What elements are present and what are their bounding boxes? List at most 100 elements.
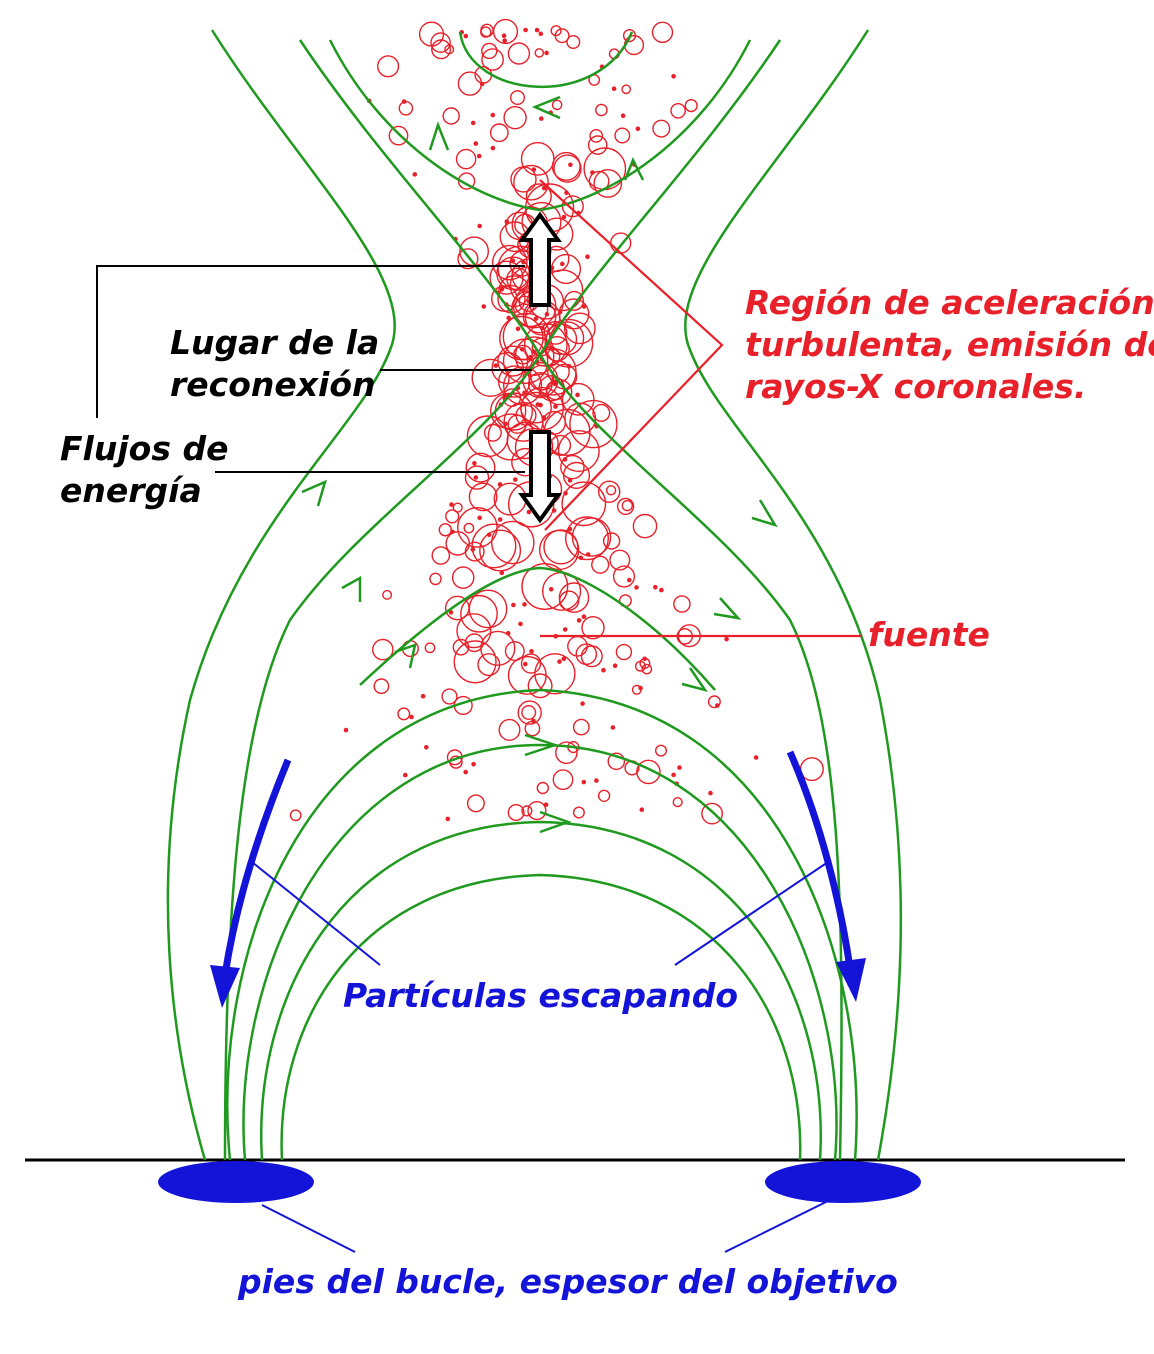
plasma-bubble bbox=[621, 84, 632, 95]
plasma-bubble bbox=[527, 673, 553, 699]
plasma-bubble bbox=[497, 517, 503, 522]
plasma-bubble bbox=[652, 119, 671, 138]
plasma-bubble bbox=[423, 745, 429, 750]
plasma-bubble bbox=[424, 642, 436, 654]
energy-flows-line-2: energía bbox=[60, 471, 202, 510]
plasma-bubble bbox=[455, 148, 477, 170]
plasma-bubble bbox=[673, 595, 691, 613]
acceleration-region-label: Región de aceleración turbulenta, emisió… bbox=[745, 282, 1154, 408]
plasma-bubble bbox=[566, 363, 572, 369]
plasma-bubble bbox=[564, 290, 585, 311]
plasma-bubble bbox=[429, 572, 442, 586]
plasma-bubble bbox=[561, 214, 567, 220]
plasma-bubble bbox=[541, 185, 547, 191]
plasma-bubble bbox=[490, 112, 496, 118]
plasma-bubble bbox=[578, 555, 584, 561]
plasma-bubble bbox=[452, 502, 463, 513]
plasma-bubble bbox=[490, 145, 496, 151]
plasma-bubble bbox=[589, 128, 604, 143]
plasma-bubble bbox=[591, 555, 610, 574]
plasma-bubble bbox=[527, 800, 547, 821]
acceleration-region-line-1: Región de aceleración bbox=[745, 283, 1154, 322]
plasma-bubble bbox=[641, 663, 653, 675]
plasma-bubble bbox=[521, 259, 526, 265]
plasma-bubble bbox=[464, 633, 484, 653]
blue-leader-lines bbox=[251, 861, 831, 1253]
reconnection-site-line-1: Lugar de la bbox=[170, 323, 380, 362]
reconnection-site-line-2: reconexión bbox=[170, 365, 376, 404]
reconnection-site-label: Lugar de la reconexión bbox=[170, 322, 379, 406]
plasma-bubble bbox=[575, 392, 580, 398]
plasma-bubble bbox=[566, 35, 581, 50]
plasma-bubble bbox=[497, 482, 503, 487]
energy-flows-label: Flujos de energía bbox=[60, 428, 228, 512]
plasma-bubble bbox=[457, 248, 479, 270]
plasma-bubble bbox=[670, 103, 686, 119]
plasma-bubble bbox=[554, 28, 570, 44]
plasma-bubble bbox=[539, 116, 544, 121]
plasma-bubble bbox=[598, 480, 621, 503]
energy-flow-leader bbox=[96, 265, 525, 418]
plasma-bubble bbox=[490, 392, 527, 430]
plasma-bubble bbox=[671, 772, 676, 778]
plasma-bubble bbox=[445, 816, 451, 822]
plasma-bubble bbox=[519, 346, 525, 352]
plasma-bubble bbox=[621, 499, 633, 512]
plasma-bubble bbox=[531, 167, 537, 172]
plasma-bubble bbox=[561, 656, 567, 662]
plasma-bubble bbox=[707, 695, 721, 709]
plasma-bubble bbox=[449, 502, 454, 507]
arrowhead bbox=[301, 479, 327, 507]
plasma-bubble bbox=[567, 635, 588, 657]
plasma-bubble bbox=[526, 509, 532, 515]
plasma-bubble bbox=[521, 563, 569, 611]
plasma-bubble bbox=[655, 744, 668, 757]
plasma-bubble bbox=[544, 50, 549, 56]
plasma-bubble bbox=[431, 546, 451, 565]
plasma-bubble bbox=[506, 315, 512, 321]
plasma-bubble bbox=[632, 513, 658, 539]
plasma-bubble bbox=[382, 589, 393, 600]
plasma-bubble bbox=[377, 55, 400, 78]
plasma-bubble bbox=[513, 164, 549, 201]
plasma-bubble bbox=[642, 656, 648, 662]
field-line-top-arc-2 bbox=[328, 39, 752, 212]
plasma-bubble bbox=[534, 653, 576, 695]
plasma-bubble bbox=[457, 71, 483, 96]
plasma-bubble bbox=[511, 602, 516, 608]
plasma-bubble bbox=[560, 454, 585, 480]
plasma-bubble bbox=[527, 371, 553, 397]
plasma-bubble bbox=[595, 103, 608, 117]
plasma-bubble bbox=[401, 99, 407, 104]
plasma-bubble bbox=[535, 402, 541, 407]
plasma-bubble bbox=[549, 434, 572, 456]
plasma-bubble bbox=[639, 807, 645, 813]
plasma-bubble bbox=[397, 707, 411, 721]
plasma-bubble bbox=[548, 587, 554, 592]
plasma-bubble bbox=[451, 566, 475, 589]
plasma-bubble bbox=[593, 168, 623, 198]
plasma-bubble bbox=[615, 643, 633, 661]
plasma-bubble bbox=[420, 693, 426, 699]
plasma-bubble bbox=[373, 678, 390, 695]
escaping-particles-label: Partículas escapando bbox=[343, 976, 739, 1015]
arrowhead bbox=[428, 121, 450, 151]
acceleration-region-line-3: rayos-X coronales. bbox=[745, 367, 1087, 406]
plasma-bubble bbox=[558, 582, 590, 613]
plasma-bubble bbox=[552, 769, 574, 790]
plasma-bubble bbox=[607, 752, 626, 771]
plasma-bubble bbox=[523, 661, 528, 667]
plasma-bubble bbox=[561, 481, 607, 527]
field-line-cusp-loop bbox=[359, 566, 716, 691]
arrowhead bbox=[681, 667, 708, 693]
plasma-bubble bbox=[473, 475, 479, 480]
plasma-bubble bbox=[715, 703, 720, 708]
plasma-bubble bbox=[562, 457, 568, 462]
field-line-inner-right bbox=[223, 39, 782, 1161]
plasma-bubble bbox=[441, 688, 458, 705]
plasma-bubble bbox=[463, 33, 469, 39]
plasma-bubble bbox=[568, 162, 573, 168]
plasma-bubble bbox=[567, 478, 573, 483]
plasma-bubble bbox=[592, 403, 611, 422]
